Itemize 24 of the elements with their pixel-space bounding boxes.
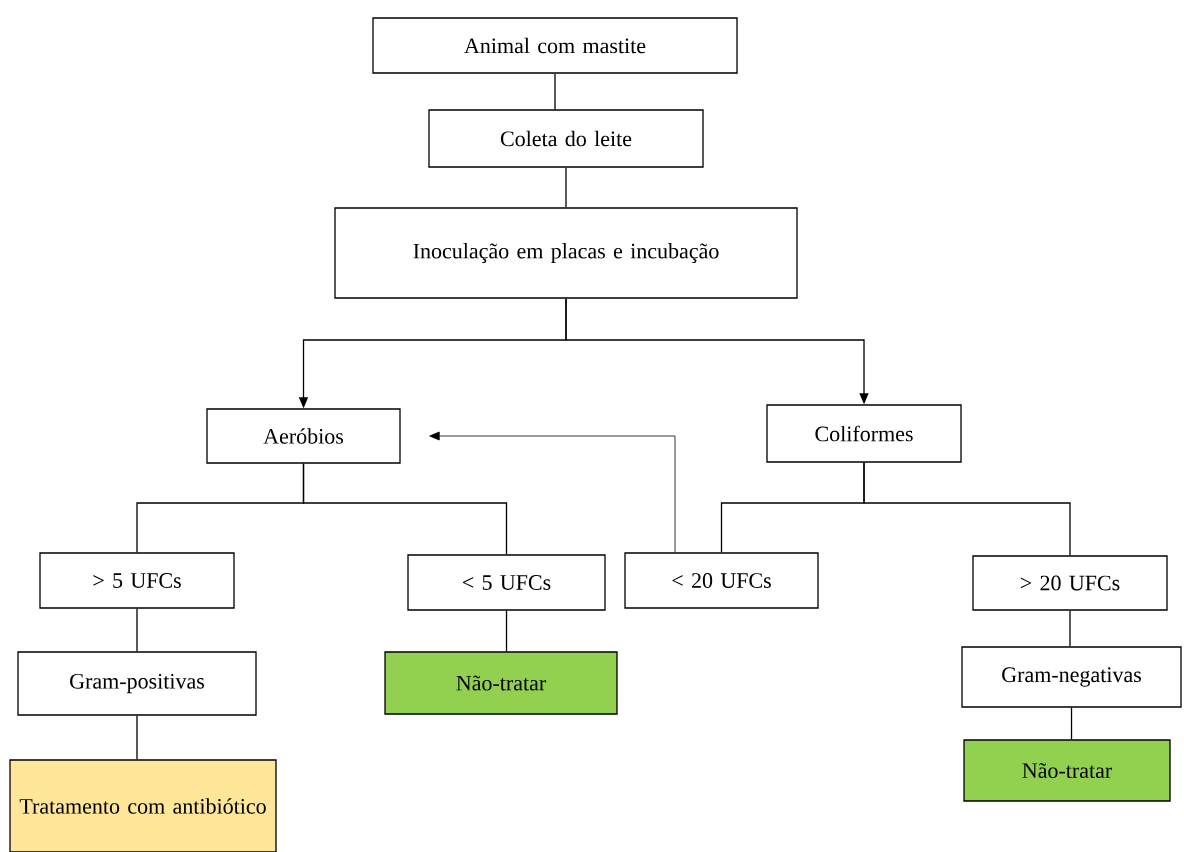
connector-line xyxy=(505,610,508,652)
connector-line xyxy=(136,715,138,760)
process-box: > 5 UFCs xyxy=(39,552,235,609)
connector-line xyxy=(136,608,138,652)
result-box: Não-tratar xyxy=(384,651,618,715)
process-box: Gram-negativas xyxy=(961,646,1182,708)
process-box: Gram-positivas xyxy=(17,651,257,716)
process-box: Inoculação em placas e incubação xyxy=(334,207,798,299)
process-box: Coliformes xyxy=(766,404,962,463)
process-box: > 20 UFCs xyxy=(972,555,1168,611)
connector-line xyxy=(554,73,556,110)
connector-line xyxy=(565,167,567,208)
process-box: < 5 UFCs xyxy=(407,554,606,611)
result-box: Não-tratar xyxy=(963,739,1171,802)
process-box: Animal com mastite xyxy=(372,17,738,74)
process-box: < 20 UFCs xyxy=(624,552,819,609)
connector-line xyxy=(1069,610,1071,647)
connector-line xyxy=(302,463,508,555)
connector-line xyxy=(863,462,1071,556)
process-box: Aeróbios xyxy=(206,408,401,464)
arrow xyxy=(429,431,676,553)
process-box: Coleta do leite xyxy=(428,109,704,168)
result-box: Tratamento com antibiótico xyxy=(9,759,277,852)
connector-line xyxy=(1070,707,1073,740)
